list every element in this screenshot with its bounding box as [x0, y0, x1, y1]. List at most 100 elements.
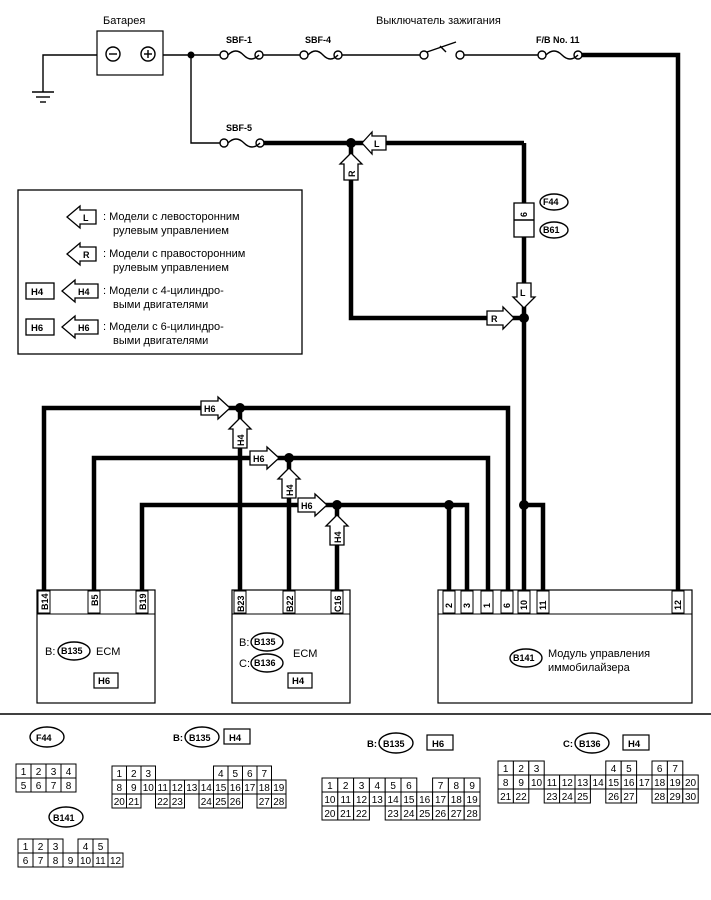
b135-tag: B135 — [254, 637, 276, 647]
fuse-fb11 — [537, 50, 583, 60]
connector-pin-number: 18 — [654, 778, 666, 789]
connector-pin-number: 10 — [324, 795, 336, 806]
connector-pin-number: 14 — [388, 795, 400, 806]
l-arrow-down: L — [511, 282, 537, 309]
h6-arrow-2: H6 — [249, 445, 280, 471]
svg-text:рулевым управлением: рулевым управлением — [113, 262, 229, 274]
connector-pin-number: 1 — [116, 769, 122, 780]
connector-pin-number: 30 — [685, 792, 697, 803]
svg-text:R: R — [347, 170, 357, 177]
connector-pin-number: 3 — [145, 769, 151, 780]
connector-pin-number: 15 — [215, 783, 227, 794]
ecm-h6-module: B14 B5 B19 B: B135 ECM H6 — [36, 589, 156, 704]
connector-cell — [169, 793, 185, 809]
svg-text:C:: C: — [239, 658, 250, 670]
connector-pin-number: 8 — [66, 781, 72, 792]
connector-pin-number: 16 — [419, 795, 431, 806]
connector-pin-number: 15 — [608, 778, 620, 789]
svg-text:выми двигателями: выми двигателями — [113, 335, 208, 347]
connector-pin-number: 23 — [172, 797, 184, 808]
svg-text:рулевым управлением: рулевым управлением — [113, 225, 229, 237]
connector-pin-number: 2 — [36, 767, 42, 778]
ecm-h4-module: B23 B22 C16 B: B135 C: B136 ECM H4 — [231, 589, 351, 704]
connector-pin-number: 1 — [23, 842, 29, 853]
connector-pin-number: 3 — [534, 764, 540, 775]
svg-text:H4: H4 — [285, 484, 295, 496]
connector-pin-number: 18 — [451, 795, 463, 806]
connector-cell — [512, 788, 530, 804]
connector-pin-number: 11 — [95, 856, 106, 867]
svg-text:H4: H4 — [628, 739, 641, 750]
ecm-label: ECM — [293, 648, 317, 660]
svg-text:11: 11 — [538, 600, 548, 610]
svg-text:B22: B22 — [285, 595, 295, 612]
battery-plus-terminal — [140, 46, 156, 62]
connector-pin-number: 26 — [230, 797, 242, 808]
connector-pin-number: 27 — [259, 797, 271, 808]
battery — [96, 30, 164, 76]
connector-pin-number: 13 — [372, 795, 384, 806]
svg-text:H6: H6 — [253, 454, 265, 464]
f44-title: F44 — [36, 733, 52, 743]
connector-pin-number: 21 — [128, 797, 140, 808]
connector-pin-number: 14 — [201, 783, 213, 794]
wire-to-sbf5 — [190, 55, 220, 144]
battery-label: Батарея — [103, 15, 145, 27]
svg-text:C16: C16 — [333, 595, 343, 612]
connector-pin-number: 4 — [66, 767, 72, 778]
connector-pin-number: 17 — [639, 778, 651, 789]
connector-pin-number: 13 — [577, 778, 589, 789]
svg-text:B:: B: — [45, 646, 55, 658]
connector-pin-number: 13 — [186, 783, 198, 794]
svg-text:H6: H6 — [31, 323, 43, 334]
connector-cell — [463, 805, 481, 821]
legend-h4-box — [25, 282, 55, 300]
svg-text:2: 2 — [444, 603, 454, 608]
connector-pin-number: 12 — [562, 778, 574, 789]
svg-text:C:: C: — [563, 739, 573, 750]
connector-pin-number: 8 — [53, 856, 59, 867]
svg-text:H6: H6 — [78, 323, 90, 333]
legend-r-arrow — [65, 241, 97, 267]
connector-cell — [353, 805, 370, 821]
svg-text:3: 3 — [462, 603, 472, 608]
connector-pin-number: 4 — [375, 781, 381, 792]
ignition-switch — [419, 41, 465, 60]
connector-pin-number: 11 — [547, 778, 558, 789]
sbf4-label: SBF-4 — [305, 35, 331, 45]
b141-tag: B141 — [513, 653, 535, 663]
connector-pin-number: 5 — [626, 764, 632, 775]
svg-text:H6: H6 — [432, 739, 444, 750]
connector-pin-number: 19 — [273, 783, 285, 794]
connector-pin-number: 5 — [232, 769, 238, 780]
power-supply-section: Батарея SBF-1 SBF-4 — [32, 15, 681, 598]
connector-pin-number: 22 — [516, 792, 528, 803]
inline-connector-f44-b61: 6 F44 B61 — [513, 193, 569, 239]
b61-tag: B61 — [543, 225, 560, 235]
connector-pin-number: 10 — [80, 856, 92, 867]
connector-cell — [227, 793, 243, 809]
connector-pin-number: 8 — [503, 778, 509, 789]
connector-pin-number: 19 — [670, 778, 682, 789]
connector-pin-number: 2 — [38, 842, 44, 853]
ignition-switch-label: Выключатель зажигания — [376, 15, 501, 27]
svg-text:H4: H4 — [31, 287, 44, 298]
h6-arrow-3: H6 — [297, 492, 328, 518]
connector-pin-number: 11 — [158, 783, 169, 794]
f44-tag: F44 — [543, 197, 559, 207]
connector-pin-number: 3 — [53, 842, 59, 853]
connector-pin-number: 6 — [247, 769, 253, 780]
svg-text:H4: H4 — [229, 733, 242, 744]
lhd-rhd-routing: 6 F44 B61 L R L R — [338, 130, 569, 598]
connector-pin-number: 1 — [503, 764, 509, 775]
svg-text:1: 1 — [482, 603, 492, 608]
b136-tag: B136 — [254, 658, 276, 668]
connector-pin-number: 28 — [654, 792, 666, 803]
connector-pin-number: 5 — [21, 781, 27, 792]
connector-pin-number: 19 — [467, 795, 479, 806]
wire-to-pin12 — [582, 52, 681, 598]
fuse-sbf4 — [299, 50, 343, 60]
